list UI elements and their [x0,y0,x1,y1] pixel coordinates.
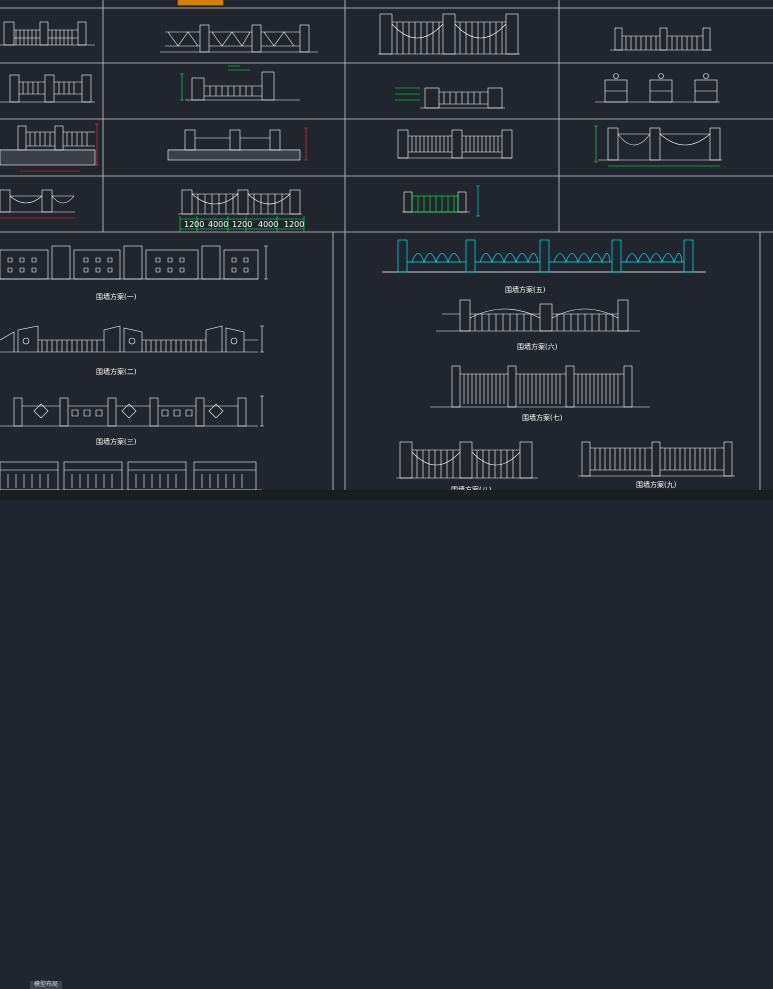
thumb-r4c1 [0,189,75,219]
plan-caption-3: 围墙方案(三) [96,437,137,446]
thumb-r2c4 [595,73,720,103]
plan-5-elevation [382,239,706,273]
dim-label: 4000 [208,220,228,229]
thumb-r3c2 [167,127,308,161]
status-bar: 模型布局 [0,490,773,989]
plan-caption-1: 围墙方案(一) [96,292,137,301]
plan-caption-7: 围墙方案(七) [522,413,563,422]
drawing-sheet: 1200 4000 1200 4000 1200 [0,0,773,494]
plan-8-elevation [396,441,538,479]
thumb-r2c3 [395,87,505,109]
plan-caption-5: 围墙方案(五) [505,285,546,294]
plan-caption-2: 围墙方案(二) [96,367,137,376]
thumb-r2c2 [180,65,300,101]
dim-label: 1200 [232,220,252,229]
thumb-r1c4 [610,27,712,51]
thumb-r3c1 [0,123,99,172]
thumb-r4c3 [402,185,480,217]
dim-label: 1200 [284,220,304,229]
plan-7-elevation [430,365,650,408]
thumb-r3c4 [594,125,722,167]
dim-label: 1200 [184,220,204,229]
thumb-r1c2 [160,0,318,53]
thumb-r4c2 [178,189,305,232]
plan-caption-6: 围墙方案(六) [517,342,558,351]
plan-caption-8: 围墙方案(八) [451,485,492,494]
thumb-r2c1 [0,74,95,103]
plan-1-elevation [0,245,268,280]
plan-9-elevation [578,441,735,477]
plan-2-elevation [0,325,264,353]
dim-label: 4000 [258,220,278,229]
r4c2-dimension-labels: 1200 4000 1200 4000 1200 [184,220,304,229]
thumb-r1c3 [378,13,520,55]
grid-frame [0,0,773,490]
thumb-r1c1 [0,21,95,46]
plan-6-elevation [436,299,640,332]
thumb-r3c3 [397,129,513,159]
plan-caption-9: 围墙方案(九) [636,480,677,489]
layout-tab[interactable]: 模型布局 [30,981,63,989]
plan-3-elevation [0,395,264,427]
plan-4-elevation [0,461,262,491]
